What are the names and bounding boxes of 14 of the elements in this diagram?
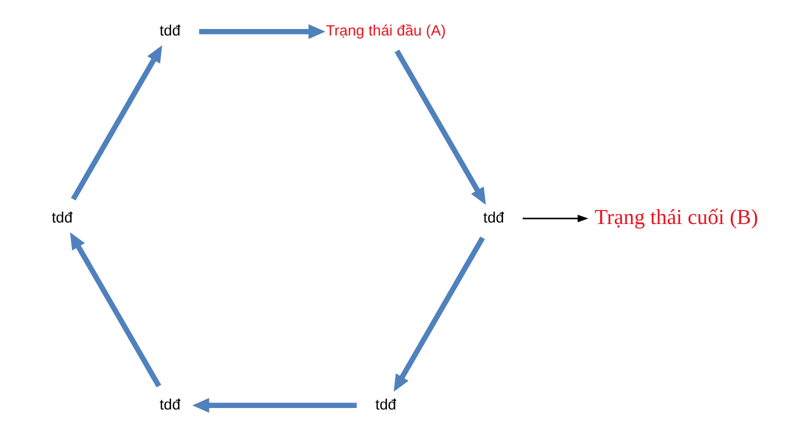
arrow bbox=[199, 24, 326, 39]
arrow bbox=[394, 236, 485, 392]
node-text: tdđ bbox=[160, 22, 180, 40]
arrow bbox=[70, 45, 162, 201]
arrow bbox=[522, 214, 588, 222]
node-text: tdđ bbox=[375, 396, 396, 414]
arrow bbox=[70, 232, 162, 388]
arrow bbox=[394, 50, 486, 205]
node-text: tdđ bbox=[160, 396, 180, 414]
node-text: tdđ bbox=[52, 209, 73, 226]
arrow bbox=[192, 398, 357, 413]
node-text: Trạng thái đầu (A) bbox=[326, 22, 446, 40]
node-text: tdđ bbox=[483, 209, 504, 226]
node-text: Trạng thái cuối (B) bbox=[594, 204, 758, 229]
